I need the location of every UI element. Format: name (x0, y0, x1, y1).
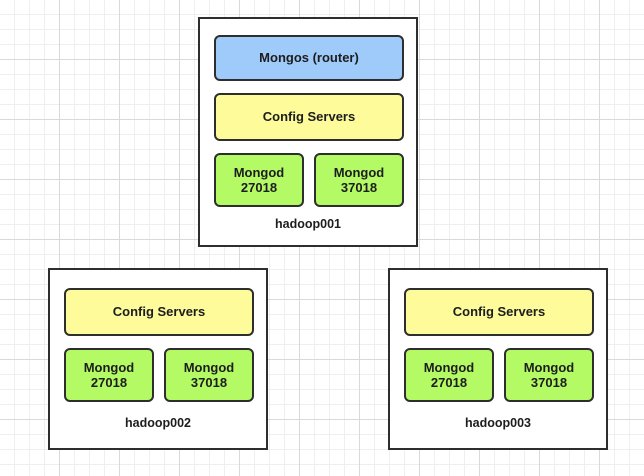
service-label: Config Servers (262, 109, 356, 125)
service-port: 37018 (340, 180, 378, 195)
service-label: Config Servers (112, 304, 206, 320)
host-label-hadoop003: hadoop003 (465, 416, 531, 430)
service-label: Config Servers (452, 304, 546, 320)
host-container-hadoop003[interactable]: Config Servers Mongod 27018 Mongod 37018… (388, 268, 608, 450)
service-port: 27018 (90, 375, 128, 390)
service-label: Mongod (83, 359, 135, 375)
service-config-servers[interactable]: Config Servers (404, 288, 594, 336)
service-mongod-37018[interactable]: Mongod 37018 (504, 348, 594, 402)
service-label: Mongod (333, 164, 385, 180)
service-label: Mongod (523, 359, 575, 375)
service-label: Mongod (233, 164, 285, 180)
host-container-hadoop001[interactable]: Mongos (router) Config Servers Mongod 27… (198, 17, 418, 247)
service-label: Mongod (423, 359, 475, 375)
service-mongod-27018[interactable]: Mongod 27018 (404, 348, 494, 402)
host-container-hadoop002[interactable]: Config Servers Mongod 27018 Mongod 37018… (48, 268, 268, 450)
service-mongod-27018[interactable]: Mongod 27018 (214, 153, 304, 207)
service-port: 27018 (240, 180, 278, 195)
service-label: Mongod (183, 359, 235, 375)
service-port: 27018 (430, 375, 468, 390)
service-mongos-router[interactable]: Mongos (router) (214, 35, 404, 81)
service-mongod-27018[interactable]: Mongod 27018 (64, 348, 154, 402)
service-mongod-37018[interactable]: Mongod 37018 (164, 348, 254, 402)
service-port: 37018 (530, 375, 568, 390)
service-label: Mongos (router) (259, 50, 359, 66)
service-port: 37018 (190, 375, 228, 390)
service-config-servers[interactable]: Config Servers (214, 93, 404, 141)
service-config-servers[interactable]: Config Servers (64, 288, 254, 336)
host-label-hadoop001: hadoop001 (275, 217, 341, 231)
host-label-hadoop002: hadoop002 (125, 416, 191, 430)
service-mongod-37018[interactable]: Mongod 37018 (314, 153, 404, 207)
